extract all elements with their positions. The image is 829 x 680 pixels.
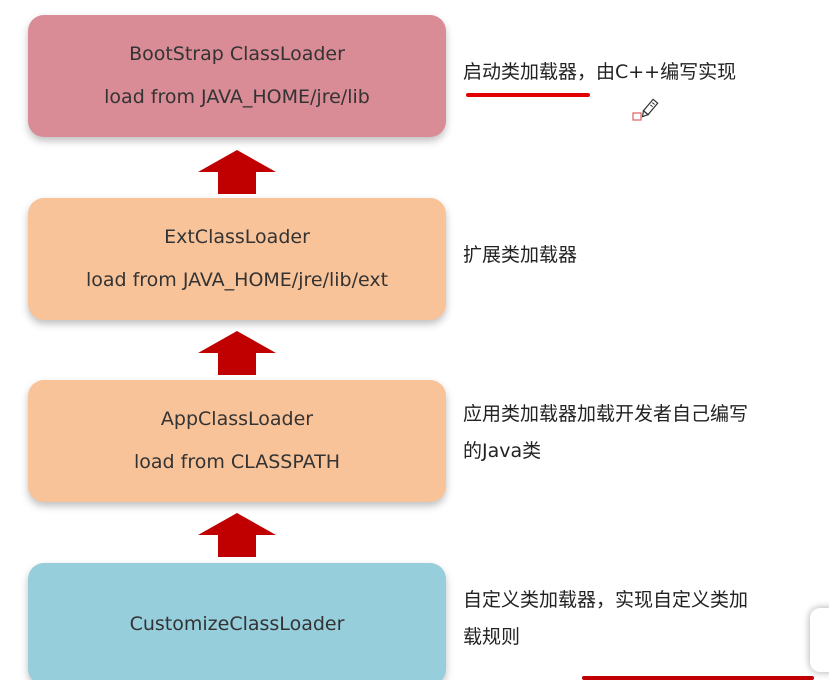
ext-classloader-name: ExtClassLoader	[164, 226, 310, 249]
bootstrap-classloader-box: BootStrap ClassLoader load from JAVA_HOM…	[28, 15, 446, 137]
customize-classloader-note-line2: 载规则	[463, 626, 521, 649]
app-classloader-path: load from CLASSPATH	[134, 451, 340, 473]
bootstrap-classloader-note: 启动类加载器，由C++编写实现	[463, 61, 737, 83]
app-classloader-note-line2: 的Java类	[463, 440, 542, 463]
up-arrow-icon	[198, 513, 276, 557]
ext-classloader-path: load from JAVA_HOME/jre/lib/ext	[85, 269, 389, 291]
edge-panel	[810, 608, 829, 672]
bottom-accent-bar	[582, 676, 814, 680]
up-arrow-icon	[198, 331, 276, 375]
pencil-cursor-icon	[632, 98, 659, 121]
highlight-underline	[466, 93, 590, 97]
app-classloader-name: AppClassLoader	[160, 408, 314, 431]
ext-classloader-box: ExtClassLoader load from JAVA_HOME/jre/l…	[28, 198, 446, 320]
customize-classloader-name: CustomizeClassLoader	[129, 612, 345, 635]
bootstrap-classloader-name: BootStrap ClassLoader	[129, 43, 345, 66]
app-classloader-note-line1: 应用类加载器加载开发者自己编写	[463, 403, 749, 425]
bootstrap-classloader-path: load from JAVA_HOME/jre/lib	[104, 86, 370, 108]
customize-classloader-note-line1: 自定义类加载器，实现自定义类加	[463, 589, 749, 611]
ext-classloader-note: 扩展类加载器	[463, 244, 578, 266]
app-classloader-box: AppClassLoader load from CLASSPATH	[28, 380, 446, 502]
customize-classloader-box: CustomizeClassLoader	[28, 563, 446, 680]
up-arrow-icon	[198, 150, 276, 194]
customize-classloader-note: 自定义类加载器，实现自定义类加 载规则	[463, 586, 748, 653]
app-classloader-note: 应用类加载器加载开发者自己编写 的Java类	[463, 400, 748, 467]
